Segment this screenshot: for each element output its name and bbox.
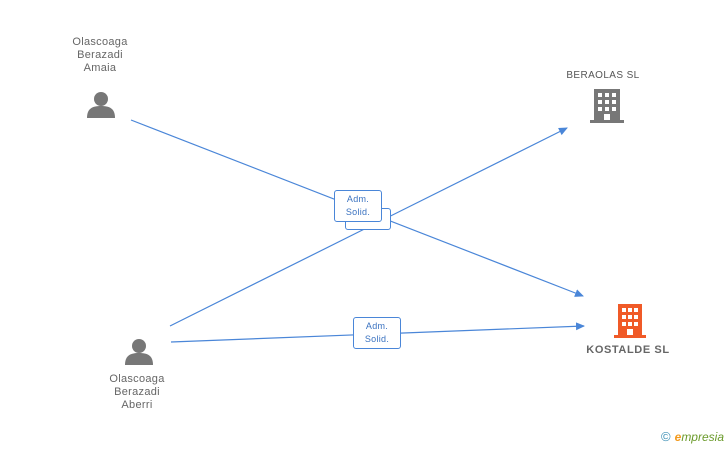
company-label-beraolas[interactable]: BERAOLAS SL bbox=[566, 70, 640, 81]
name-line: Berazadi bbox=[114, 386, 160, 398]
edge-label-line: Solid. bbox=[345, 207, 371, 217]
edge-label-line: Solid. bbox=[364, 334, 390, 344]
person-label-amaia[interactable]: Olascoaga Berazadi Amaia bbox=[60, 36, 140, 75]
name-line: Aberri bbox=[121, 399, 153, 411]
brand-initial: e bbox=[674, 430, 682, 444]
building-icon[interactable] bbox=[614, 304, 646, 338]
edge-label-line: Adm. bbox=[365, 321, 389, 331]
name-line: Berazadi bbox=[77, 49, 123, 61]
brand-name: mpresia bbox=[681, 430, 724, 444]
copyright-icon: © bbox=[661, 429, 671, 444]
building-icon[interactable] bbox=[590, 89, 624, 123]
person-icon[interactable] bbox=[125, 339, 153, 365]
edge-label-aberri-kostalde[interactable]: Adm. Solid. bbox=[353, 317, 401, 349]
name-line: Olascoaga bbox=[109, 373, 165, 385]
person-label-aberri[interactable]: Olascoaga Berazadi Aberri bbox=[97, 373, 177, 412]
name-line: Amaia bbox=[83, 62, 117, 74]
company-label-kostalde[interactable]: KOSTALDE SL bbox=[586, 344, 670, 356]
name-line: Olascoaga bbox=[72, 36, 128, 48]
empresia-watermark: ©empresia bbox=[661, 429, 724, 444]
edge-label-line: Adm. bbox=[346, 194, 370, 204]
edge-label-amaia-kostalde[interactable]: Adm. Solid. bbox=[334, 190, 382, 222]
person-icon[interactable] bbox=[87, 92, 115, 118]
